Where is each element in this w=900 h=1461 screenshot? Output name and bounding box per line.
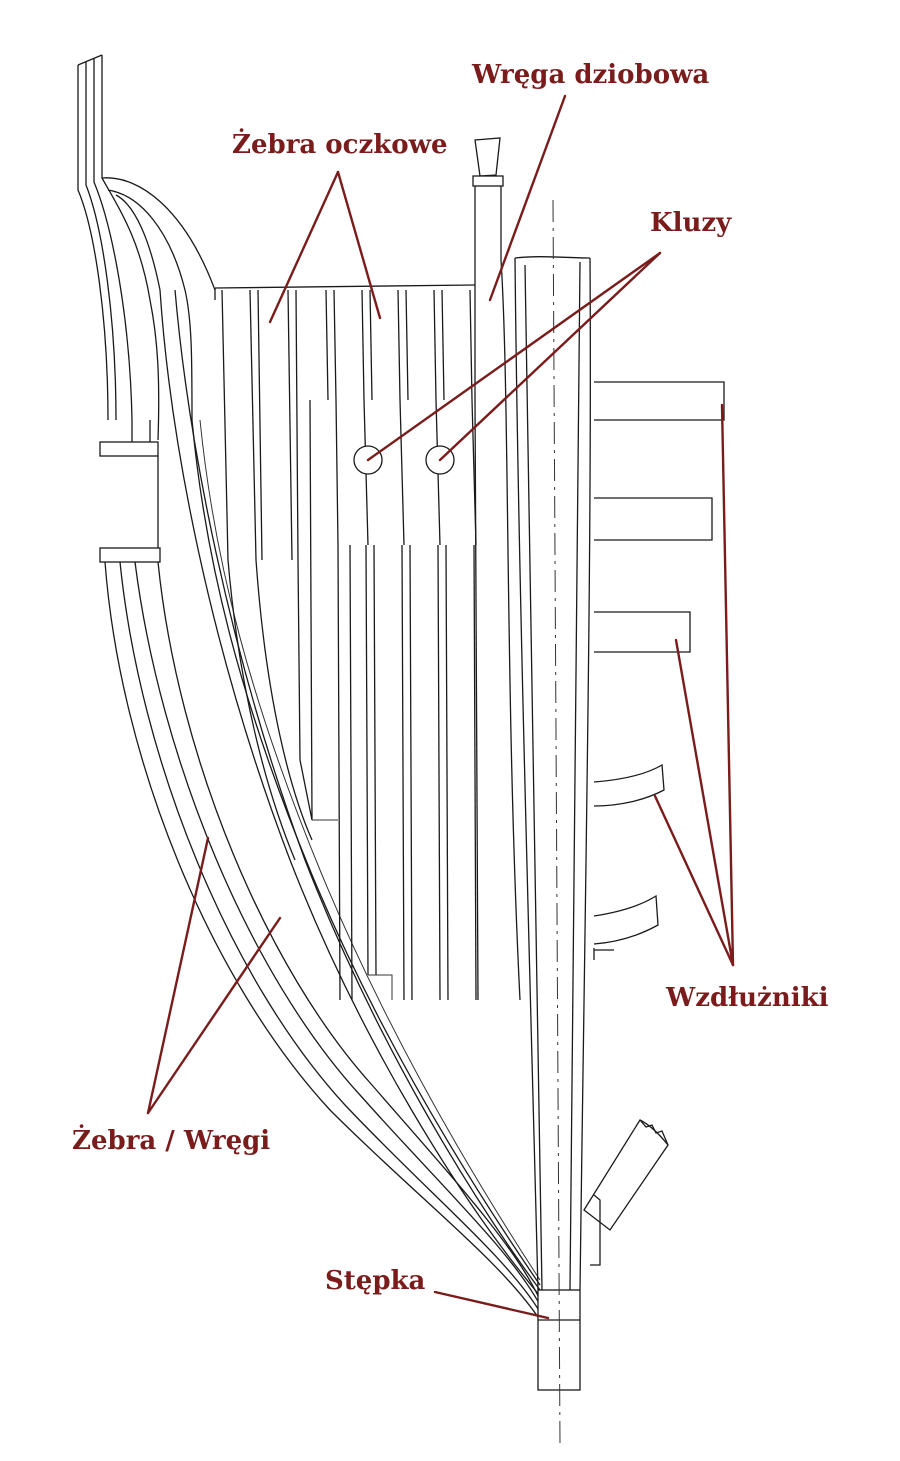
- leader-lines: [146, 94, 735, 1320]
- cant-frames: [214, 284, 477, 1001]
- stringers: [583, 381, 725, 1266]
- label-frames: Żebra / Wręgi: [72, 1126, 271, 1156]
- label-stringers: Wzdłużniki: [666, 983, 829, 1013]
- bow-frame: [472, 137, 521, 1001]
- label-bow-frame: Wręga dziobowa: [472, 60, 710, 90]
- label-hawse-holes: Kluzy: [650, 208, 732, 238]
- label-cant-frames: Żebra oczkowe: [232, 130, 448, 160]
- frame-ribs: [77, 54, 541, 1321]
- label-keel: Stępka: [325, 1266, 426, 1296]
